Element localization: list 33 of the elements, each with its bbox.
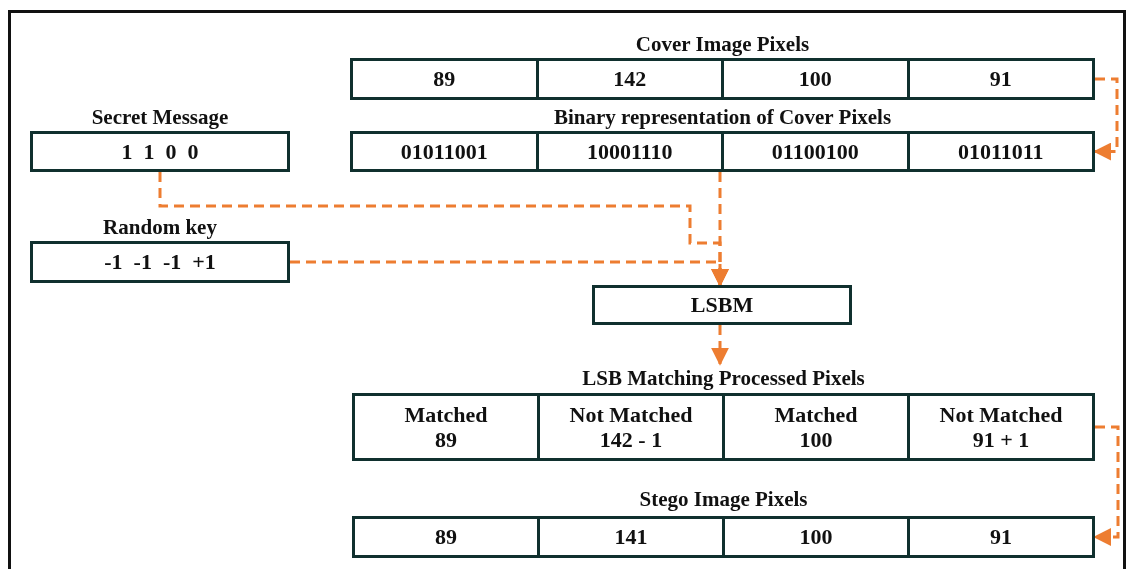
cell-text: 01100100 <box>771 138 859 165</box>
cell-text: 89 <box>435 427 457 453</box>
value-box: -1 -1 -1 +1 <box>30 241 290 283</box>
cell-text: 100 <box>798 66 832 92</box>
box-heading: Random key <box>103 213 217 241</box>
cell-text: Not Matched <box>569 401 693 427</box>
cell-text: 142 <box>613 66 647 92</box>
cell-text: 91 + 1 <box>972 427 1030 453</box>
cell-text: 01011011 <box>957 138 1044 165</box>
cell-text: 91 <box>990 524 1012 550</box>
cell-text: Not Matched <box>939 401 1063 427</box>
process-box: LSBM <box>592 285 852 325</box>
row-heading: LSB Matching Processed Pixels <box>582 365 865 392</box>
arrow <box>290 260 729 287</box>
row-heading: Binary representation of Cover Pixels <box>553 103 892 131</box>
cell-text: Matched <box>404 401 488 427</box>
cell-text: 100 <box>799 524 833 550</box>
arrow <box>711 325 729 366</box>
cell-text: 10001110 <box>586 138 673 165</box>
cell-text: 142 - 1 <box>599 427 663 453</box>
arrow <box>1093 425 1120 546</box>
cell-text: Matched <box>774 401 858 427</box>
cell-text: 89 <box>435 524 457 550</box>
arrow <box>1093 77 1119 161</box>
cell-text: 141 <box>614 524 648 550</box>
box-heading: Secret Message <box>91 103 229 131</box>
row-heading: Stego Image Pixels <box>639 485 808 513</box>
cell-text: 01011001 <box>400 138 488 165</box>
value-box: 1 1 0 0 <box>30 131 290 172</box>
row-heading: Cover Image Pixels <box>635 30 810 58</box>
cell-text: 100 <box>799 427 833 453</box>
cell-text: 91 <box>989 66 1012 92</box>
cell-text: 89 <box>433 66 456 92</box>
